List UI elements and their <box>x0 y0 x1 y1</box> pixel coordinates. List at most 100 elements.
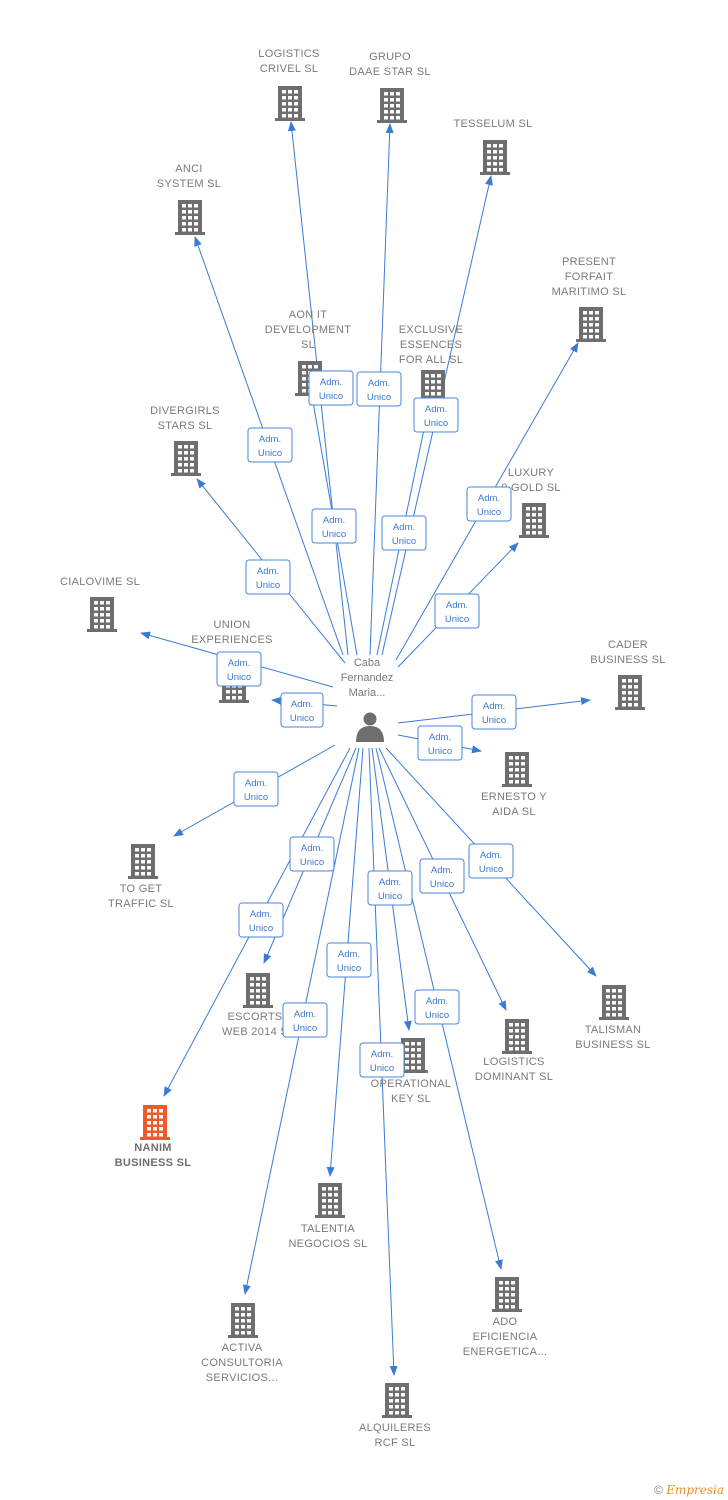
role-label-anci-system: Adm.Unico <box>247 427 293 463</box>
building-icon[interactable] <box>175 200 205 235</box>
company-label: UNION <box>214 619 251 631</box>
building-icon[interactable] <box>502 752 532 787</box>
company-label: RCF SL <box>375 1437 416 1449</box>
building-icon[interactable] <box>576 307 606 342</box>
company-label: EXPERIENCES <box>191 634 273 646</box>
role-text: Adm. <box>259 434 281 445</box>
company-label: EXCLUSIVE <box>399 324 463 336</box>
building-icon[interactable] <box>502 1019 532 1054</box>
role-text: Unico <box>322 529 346 540</box>
company-label: MARITIMO SL <box>552 286 627 298</box>
role-label-nanim: Adm.Unico <box>238 902 284 938</box>
role-text: Adm. <box>250 909 272 920</box>
building-icon[interactable] <box>128 844 158 879</box>
building-icon[interactable] <box>275 86 305 121</box>
company-label: ALQUILERES <box>359 1422 431 1434</box>
role-label-talentia: Adm.Unico <box>326 942 372 978</box>
company-node-activa-consultoria[interactable]: ACTIVA CONSULTORIA SERVICIOS... <box>201 1303 283 1384</box>
role-text: Unico <box>482 715 506 726</box>
role-text: Unico <box>290 713 314 724</box>
role-text: Unico <box>479 864 503 875</box>
building-icon[interactable] <box>140 1105 170 1140</box>
building-icon[interactable] <box>492 1277 522 1312</box>
building-icon[interactable] <box>480 140 510 175</box>
company-node-grupo-daae-star[interactable]: GRUPO DAAE STAR SL <box>349 51 431 123</box>
company-label: FOR ALL SL <box>399 354 463 366</box>
company-label: CIALOVIME SL <box>60 576 140 588</box>
building-icon[interactable] <box>382 1383 412 1418</box>
role-label-grupo-daae-star: Adm.Unico <box>356 371 402 407</box>
building-icon[interactable] <box>228 1303 258 1338</box>
company-label: FORFAIT <box>565 271 614 283</box>
role-text: Adm. <box>393 522 415 533</box>
building-icon[interactable] <box>519 503 549 538</box>
company-node-ado-eficiencia[interactable]: ADOEFICIENCIAENERGETICA... <box>463 1277 548 1358</box>
role-label-luxury-gold: Adm.Unico <box>434 593 480 629</box>
company-label: GRUPO <box>369 51 411 63</box>
role-text: Unico <box>378 891 402 902</box>
company-label: TALENTIA <box>301 1223 356 1235</box>
company-node-alquileres-rcf[interactable]: ALQUILERES RCF SL <box>359 1383 431 1449</box>
role-text: Unico <box>477 507 501 518</box>
company-label: TESSELUM SL <box>453 118 532 130</box>
footer-credit: © Empresia <box>654 1483 724 1497</box>
role-text: Unico <box>227 672 251 683</box>
role-text: Adm. <box>431 865 453 876</box>
company-label: SERVICIOS... <box>206 1372 278 1384</box>
role-text: Unico <box>430 879 454 890</box>
company-label: OPERATIONAL <box>371 1078 452 1090</box>
company-label: WEB 2014 S <box>222 1026 288 1038</box>
building-icon[interactable] <box>243 973 273 1008</box>
role-text: Unico <box>337 963 361 974</box>
company-label: ACTIVA <box>222 1342 263 1354</box>
role-label-tesselum: Adm.Unico <box>381 515 427 551</box>
role-text: Unico <box>244 792 268 803</box>
building-icon[interactable] <box>398 1038 428 1073</box>
role-text: Adm. <box>257 566 279 577</box>
role-label-operational-key: Adm.Unico <box>367 870 413 906</box>
building-icon[interactable] <box>171 441 201 476</box>
building-icon[interactable] <box>315 1183 345 1218</box>
building-icon[interactable] <box>87 597 117 632</box>
copyright-symbol: © <box>654 1483 663 1497</box>
role-label-talisman: Adm. Unico <box>468 843 514 879</box>
role-text: Unico <box>319 391 343 402</box>
person-name-line: Caba <box>354 657 381 669</box>
building-icon[interactable] <box>377 88 407 123</box>
building-icon[interactable] <box>615 675 645 710</box>
company-label: LOGISTICS <box>483 1056 544 1068</box>
role-text: Adm. <box>368 378 390 389</box>
company-label: EFICIENCIA <box>473 1331 538 1343</box>
role-text: Adm. <box>480 850 502 861</box>
company-node-cialovime[interactable]: CIALOVIME SL <box>60 576 140 632</box>
role-text: Adm. <box>291 699 313 710</box>
company-label: LOGISTICS <box>258 48 319 60</box>
company-label: CONSULTORIA <box>201 1357 283 1369</box>
role-text: Unico <box>425 1010 449 1021</box>
company-label: DAAE STAR SL <box>349 66 431 78</box>
role-label-alquileres-rcf: Adm.Unico <box>359 1042 405 1078</box>
role-label-present-forfait: Adm.Unico <box>466 486 512 522</box>
company-label: TALISMAN <box>585 1024 642 1036</box>
company-label: ERNESTO Y <box>481 791 547 803</box>
building-icon[interactable] <box>599 985 629 1020</box>
company-node-tesselum[interactable]: TESSELUM SL <box>453 118 532 175</box>
company-label: ANCI <box>175 163 202 175</box>
person-node[interactable]: CabaFernandezMaria... <box>341 657 394 742</box>
empresia-logo[interactable]: Empresia <box>666 1483 724 1497</box>
